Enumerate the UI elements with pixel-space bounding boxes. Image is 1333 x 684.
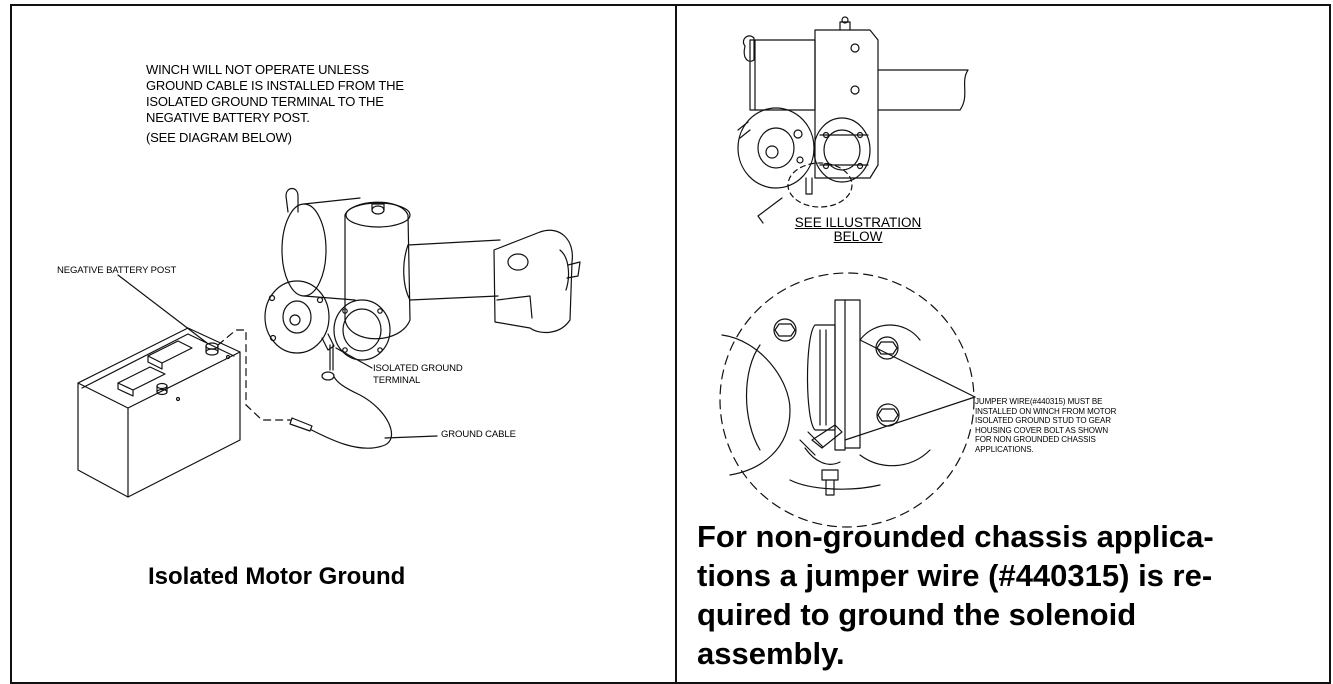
- jumper-note-line: HOUSING COVER BOLT AS SHOWN: [975, 425, 1109, 435]
- right-caption: For non-grounded chassis applica- tions …: [697, 517, 1297, 673]
- right-caption-line: assembly.: [697, 636, 845, 671]
- isolated-ground-label-line1: ISOLATED GROUND: [373, 363, 463, 374]
- left-caption: Isolated Motor Ground: [148, 563, 406, 590]
- detail-illustration: [719, 272, 976, 528]
- jumper-note-line: APPLICATIONS.: [975, 444, 1034, 454]
- negative-battery-post-label: NEGATIVE BATTERY POST: [57, 265, 177, 276]
- dashed-cable: [217, 329, 291, 421]
- isolated-ground-label-line2: TERMINAL: [373, 375, 421, 386]
- panel-divider: [675, 4, 677, 684]
- top-view-winch: [737, 16, 969, 224]
- winch-drawing: [264, 187, 581, 369]
- see-illustration-line: BELOW: [833, 229, 883, 244]
- right-caption-line: For non-grounded chassis applica-: [697, 519, 1214, 554]
- warning-text: WINCH WILL NOT OPERATE UNLESS GROUND CAB…: [146, 62, 506, 146]
- warning-line: WINCH WILL NOT OPERATE UNLESS: [146, 62, 369, 77]
- warning-line: ISOLATED GROUND TERMINAL TO THE: [146, 94, 384, 109]
- warning-line: GROUND CABLE IS INSTALLED FROM THE: [146, 78, 404, 93]
- jumper-note-line: JUMPER WIRE(#440315) MUST BE: [975, 397, 1103, 406]
- jumper-note-line: INSTALLED ON WINCH FROM MOTOR: [975, 406, 1117, 416]
- see-illustration-note: SEE ILLUSTRATION BELOW: [758, 216, 958, 244]
- ground-cable-label: GROUND CABLE: [441, 429, 516, 440]
- right-caption-line: quired to ground the solenoid: [697, 597, 1137, 632]
- jumper-note-line: FOR NON GROUNDED CHASSIS: [975, 435, 1096, 445]
- right-caption-line: tions a jumper wire (#440315) is re-: [697, 558, 1213, 593]
- battery-drawing: [77, 274, 241, 498]
- see-diagram-note: (SEE DIAGRAM BELOW): [146, 130, 292, 145]
- warning-line: NEGATIVE BATTERY POST.: [146, 110, 310, 125]
- see-illustration-line: SEE ILLUSTRATION: [794, 215, 922, 230]
- jumper-note-line: ISOLATED GROUND STUD TO GEAR: [975, 416, 1111, 426]
- ground-cable-drawing: [289, 344, 438, 449]
- jumper-wire-note: JUMPER WIRE(#440315) MUST BE INSTALLED O…: [975, 397, 1116, 455]
